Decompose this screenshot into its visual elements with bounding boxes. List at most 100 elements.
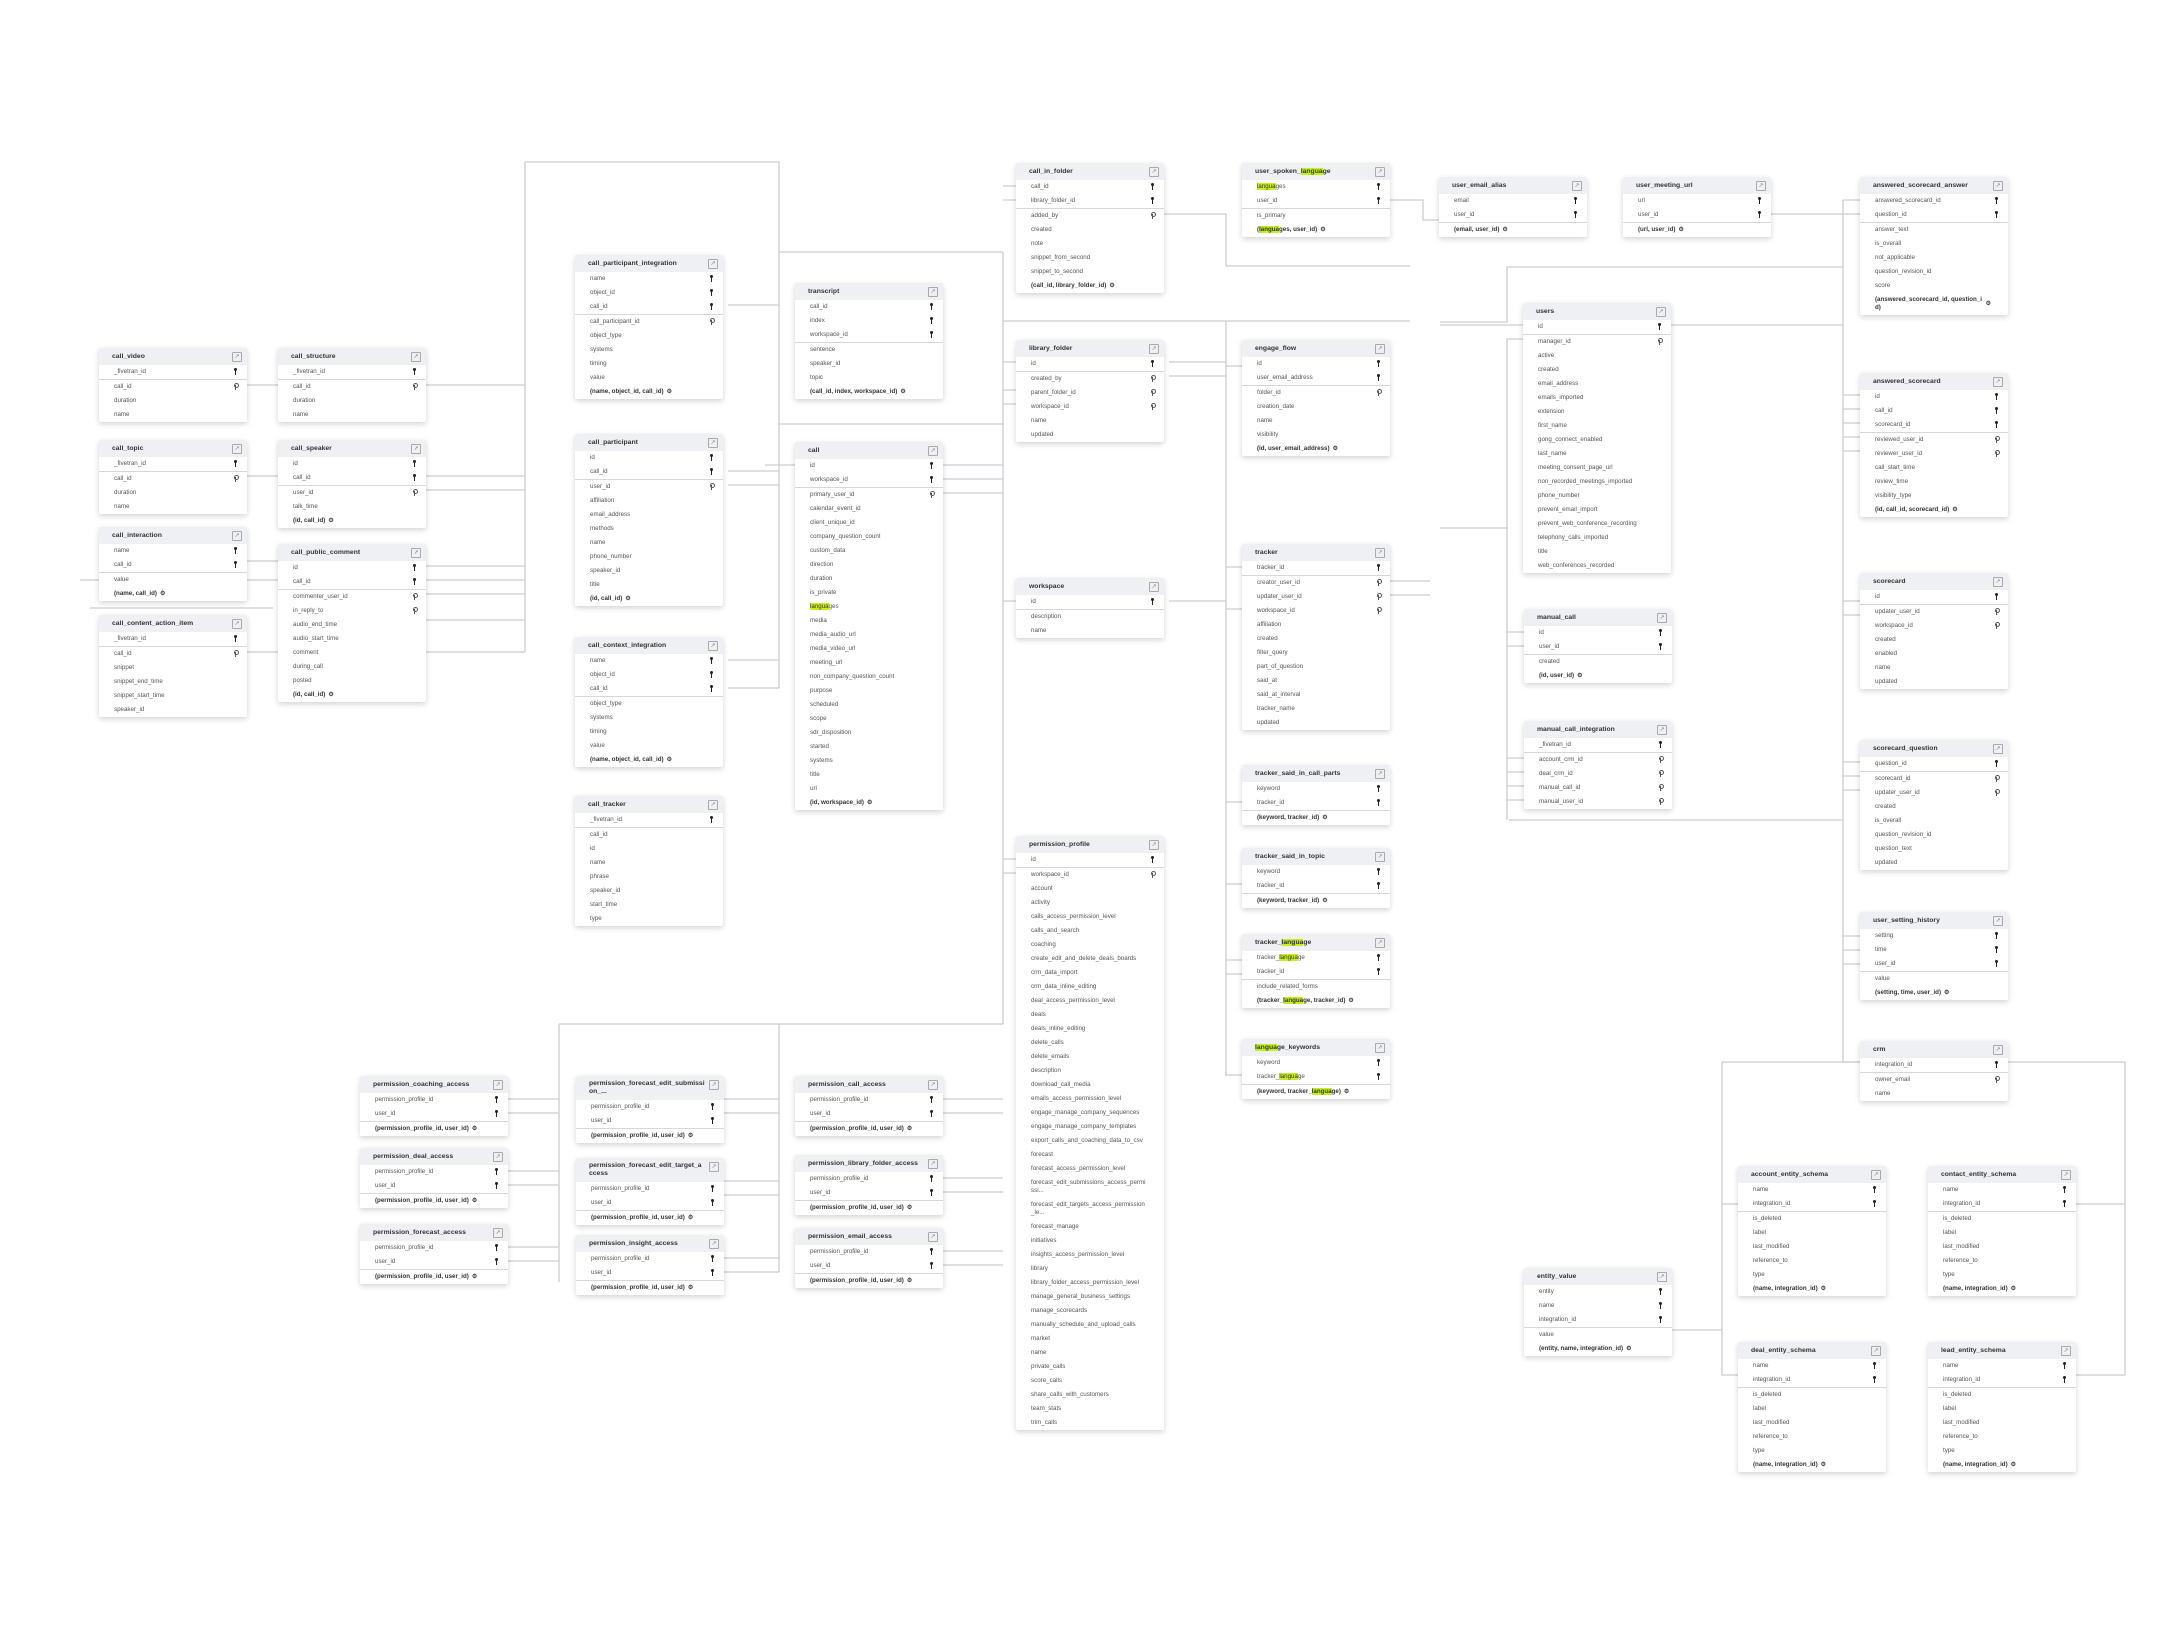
primary-key-column[interactable]: tracker_id — [1242, 561, 1390, 575]
external-link-icon[interactable]: ↗ — [709, 1239, 719, 1249]
column[interactable]: scheduled — [795, 698, 943, 712]
table-header[interactable]: permission_call_access↗ — [795, 1076, 943, 1093]
primary-key-column[interactable]: call_id — [278, 575, 426, 589]
external-link-icon[interactable]: ↗ — [928, 1159, 938, 1169]
primary-key-column[interactable]: question_id — [1860, 208, 2008, 222]
foreign-key-column[interactable]: updater_user_id — [1860, 786, 2008, 800]
primary-key-column[interactable]: _fivetran_id — [99, 457, 247, 471]
primary-key-column[interactable]: permission_profile_id — [360, 1165, 508, 1179]
primary-key-column[interactable]: entity — [1524, 1285, 1672, 1299]
column[interactable]: systems — [575, 343, 723, 357]
external-link-icon[interactable]: ↗ — [1375, 344, 1385, 354]
column[interactable]: created — [1016, 223, 1164, 237]
column[interactable]: name — [1016, 1346, 1164, 1360]
column[interactable]: first_name — [1523, 419, 1671, 433]
foreign-key-column[interactable]: workspace_id — [1016, 867, 1164, 882]
foreign-key-column[interactable]: commenter_user_id — [278, 589, 426, 604]
external-link-icon[interactable]: ↗ — [411, 352, 421, 362]
column[interactable]: forecast_edit_submissions_access_permiss… — [1016, 1176, 1164, 1198]
external-link-icon[interactable]: ↗ — [1993, 181, 2003, 191]
column[interactable]: name — [99, 408, 247, 422]
external-link-icon[interactable]: ↗ — [1375, 1043, 1385, 1053]
column[interactable]: audio_start_time — [278, 632, 426, 646]
primary-key-column[interactable]: integration_id — [1738, 1197, 1886, 1211]
foreign-key-column[interactable]: reviewed_user_id — [1860, 432, 2008, 447]
table-header[interactable]: tracker↗ — [1242, 544, 1390, 561]
primary-key-column[interactable]: id — [795, 459, 943, 473]
foreign-key-column[interactable]: deal_crm_id — [1524, 767, 1672, 781]
foreign-key-column[interactable]: call_id — [99, 471, 247, 486]
column[interactable]: is_deleted — [1738, 1211, 1886, 1226]
column[interactable]: last_name — [1523, 447, 1671, 461]
external-link-icon[interactable]: ↗ — [1149, 167, 1159, 177]
column[interactable]: snippet_to_second — [1016, 265, 1164, 279]
foreign-key-column[interactable]: manual_call_id — [1524, 781, 1672, 795]
column[interactable]: created — [1242, 632, 1390, 646]
primary-key-column[interactable]: object_id — [575, 286, 723, 300]
column[interactable]: sentence — [795, 342, 943, 357]
column[interactable]: duration — [99, 394, 247, 408]
primary-key-column[interactable]: user_id — [1524, 640, 1672, 654]
foreign-key-column[interactable]: user_id — [278, 485, 426, 500]
external-link-icon[interactable]: ↗ — [708, 641, 718, 651]
primary-key-column[interactable]: _fivetran_id — [575, 813, 723, 827]
external-link-icon[interactable]: ↗ — [493, 1080, 503, 1090]
column[interactable]: timing — [575, 725, 723, 739]
table-header[interactable]: account_entity_schema↗ — [1738, 1166, 1886, 1183]
primary-key-column[interactable]: tracker_id — [1242, 965, 1390, 979]
primary-key-column[interactable]: permission_profile_id — [360, 1093, 508, 1107]
primary-key-column[interactable]: id — [1016, 595, 1164, 609]
column[interactable]: team_stats — [1016, 1402, 1164, 1416]
primary-key-column[interactable]: id — [1860, 590, 2008, 604]
column[interactable]: delete_calls — [1016, 1036, 1164, 1050]
column[interactable]: phone_number — [1523, 489, 1671, 503]
column[interactable]: duration — [278, 394, 426, 408]
table-header[interactable]: call_participant_integration↗ — [575, 255, 723, 272]
primary-key-column[interactable]: id — [278, 561, 426, 575]
table-header[interactable]: permission_forecast_access↗ — [360, 1224, 508, 1241]
external-link-icon[interactable]: ↗ — [708, 438, 718, 448]
column[interactable]: is_deleted — [1928, 1211, 2076, 1226]
column[interactable]: activity — [1016, 896, 1164, 910]
column[interactable]: create_edit_and_delete_deals_boards — [1016, 952, 1164, 966]
external-link-icon[interactable]: ↗ — [1993, 377, 2003, 387]
primary-key-column[interactable]: _fivetran_id — [99, 632, 247, 646]
external-link-icon[interactable]: ↗ — [1993, 916, 2003, 926]
external-link-icon[interactable]: ↗ — [232, 444, 242, 454]
primary-key-column[interactable]: user_id — [1860, 957, 2008, 971]
table-header[interactable]: user_meeting_url↗ — [1623, 177, 1771, 194]
column[interactable]: type — [1738, 1268, 1886, 1282]
table-permission-email-access[interactable]: permission_email_access↗permission_profi… — [795, 1228, 943, 1288]
primary-key-column[interactable]: _fivetran_id — [99, 365, 247, 379]
foreign-key-column[interactable]: updater_user_id — [1860, 604, 2008, 619]
column[interactable]: duration — [99, 486, 247, 500]
primary-key-column[interactable]: id — [1016, 853, 1164, 867]
column[interactable]: is_primary — [1242, 208, 1390, 223]
column[interactable]: manage_general_business_settings — [1016, 1290, 1164, 1304]
column[interactable]: media_audio_url — [795, 628, 943, 642]
primary-key-column[interactable]: permission_profile_id — [795, 1245, 943, 1259]
primary-key-column[interactable]: languages — [1242, 180, 1390, 194]
table-header[interactable]: call_structure↗ — [278, 348, 426, 365]
column[interactable]: email_address — [575, 508, 723, 522]
column[interactable]: sdr_disposition — [795, 726, 943, 740]
column[interactable]: trim_calls — [1016, 1416, 1164, 1430]
column[interactable]: library — [1016, 1262, 1164, 1276]
table-header[interactable]: user_setting_history↗ — [1860, 912, 2008, 929]
column[interactable]: created — [1860, 800, 2008, 814]
column[interactable]: talk_time — [278, 500, 426, 514]
column[interactable]: media_video_url — [795, 642, 943, 656]
table-header[interactable]: permission_library_folder_access↗ — [795, 1155, 943, 1172]
external-link-icon[interactable]: ↗ — [1657, 725, 1667, 735]
column[interactable]: direction — [795, 558, 943, 572]
primary-key-column[interactable]: name — [1524, 1299, 1672, 1313]
primary-key-column[interactable]: user_id — [576, 1196, 724, 1210]
